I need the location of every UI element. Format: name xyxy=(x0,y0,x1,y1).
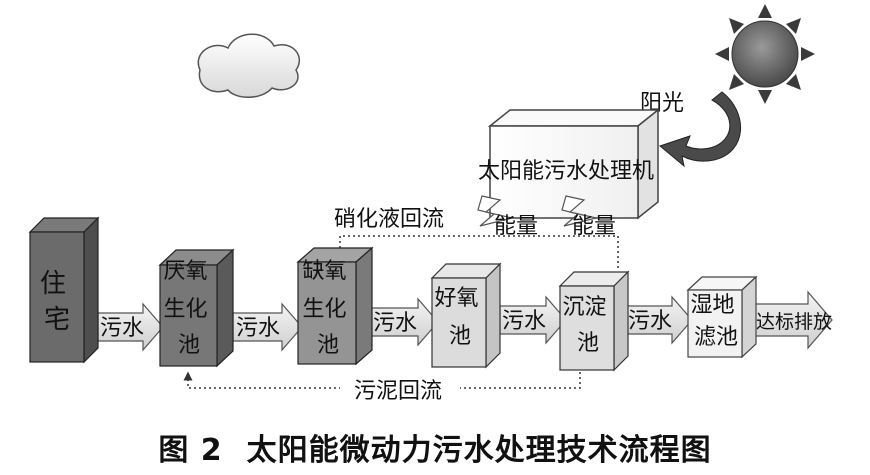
flow-label: 污水 xyxy=(373,311,417,336)
energy-label-left: 能量 xyxy=(494,214,538,239)
solar-machine-box xyxy=(487,108,661,220)
energy-bolt-icon xyxy=(477,195,513,227)
energy-bolt-icon xyxy=(561,195,597,227)
flow-label: 污水 xyxy=(236,316,280,341)
flow-arrow xyxy=(623,295,693,345)
stage-label-aerobic: 好氧 池 xyxy=(434,286,485,349)
sunlight-arrow xyxy=(658,91,742,168)
solar-machine-label: 太阳能污水处理机 xyxy=(478,159,654,184)
sun-icon xyxy=(715,4,815,104)
stage-label-settling: 沉淀 池 xyxy=(562,295,613,356)
stage-label-wetland: 湿地 滤池 xyxy=(690,293,741,350)
process-flow-diagram: 阳光 太阳能污水处理机 能量 能量 硝化液回流 污水 污水 污水 污水 污水 达… xyxy=(28,4,833,404)
figure-title: 太阳能微动力污水处理技术流程图 xyxy=(246,433,712,468)
stage-box-wetland xyxy=(686,275,758,359)
energy-label-right: 能量 xyxy=(572,214,616,239)
stage-label-anoxic: 缺氧 生化 池 xyxy=(302,259,353,358)
stage-label-residence: 住 宅 xyxy=(40,269,74,335)
nitrification-return-line xyxy=(335,235,619,268)
stage-box-anaerobic xyxy=(158,248,235,368)
figure-caption: 图 2 太阳能微动力污水处理技术流程图 xyxy=(0,425,870,468)
figure-number: 图 2 xyxy=(158,433,223,468)
discharge-label: 达标排放 xyxy=(756,311,832,333)
flow-label: 污水 xyxy=(628,309,672,334)
discharge-arrow xyxy=(747,290,833,350)
flow-arrow xyxy=(499,295,567,345)
nitrification-return-label: 硝化液回流 xyxy=(334,207,444,232)
stage-box-aerobic xyxy=(430,262,502,369)
stage-label-anaerobic: 厌氧 生化 池 xyxy=(163,259,214,358)
flow-label: 污水 xyxy=(100,316,144,341)
flow-arrow xyxy=(369,297,439,347)
flow-label: 污水 xyxy=(502,309,546,334)
cloud-icon xyxy=(197,33,301,98)
flow-arrow xyxy=(232,302,303,352)
stage-box-anoxic xyxy=(296,246,374,366)
flow-arrow xyxy=(97,302,164,352)
stage-box-residence xyxy=(28,216,100,364)
sludge-return-label: 污泥回流 xyxy=(354,379,442,404)
sludge-label-bg xyxy=(340,375,460,403)
stage-box-settling xyxy=(558,270,630,372)
